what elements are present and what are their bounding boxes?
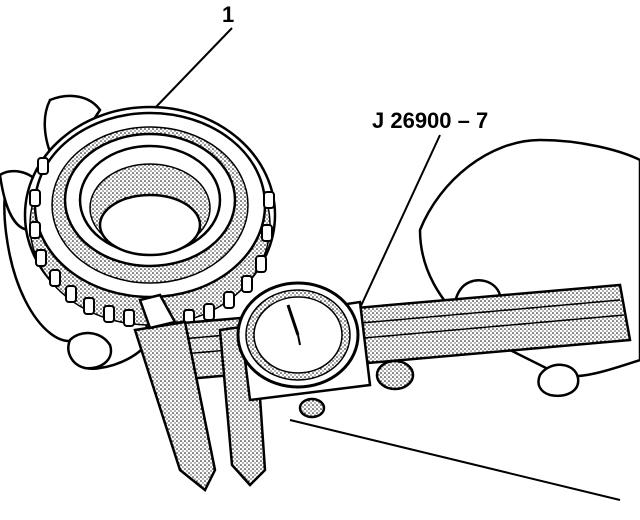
surface-line bbox=[289, 419, 621, 501]
callout-item-number: 1 bbox=[222, 2, 235, 27]
dial-caliper bbox=[133, 281, 632, 492]
leader-line-1 bbox=[154, 27, 233, 109]
callout-tool-number: J 26900 – 7 bbox=[372, 108, 489, 133]
gear-teeth bbox=[29, 157, 275, 327]
gear-synchronizer-ring bbox=[23, 105, 277, 327]
leader-line-tool bbox=[359, 134, 441, 309]
right-hand bbox=[418, 138, 640, 397]
